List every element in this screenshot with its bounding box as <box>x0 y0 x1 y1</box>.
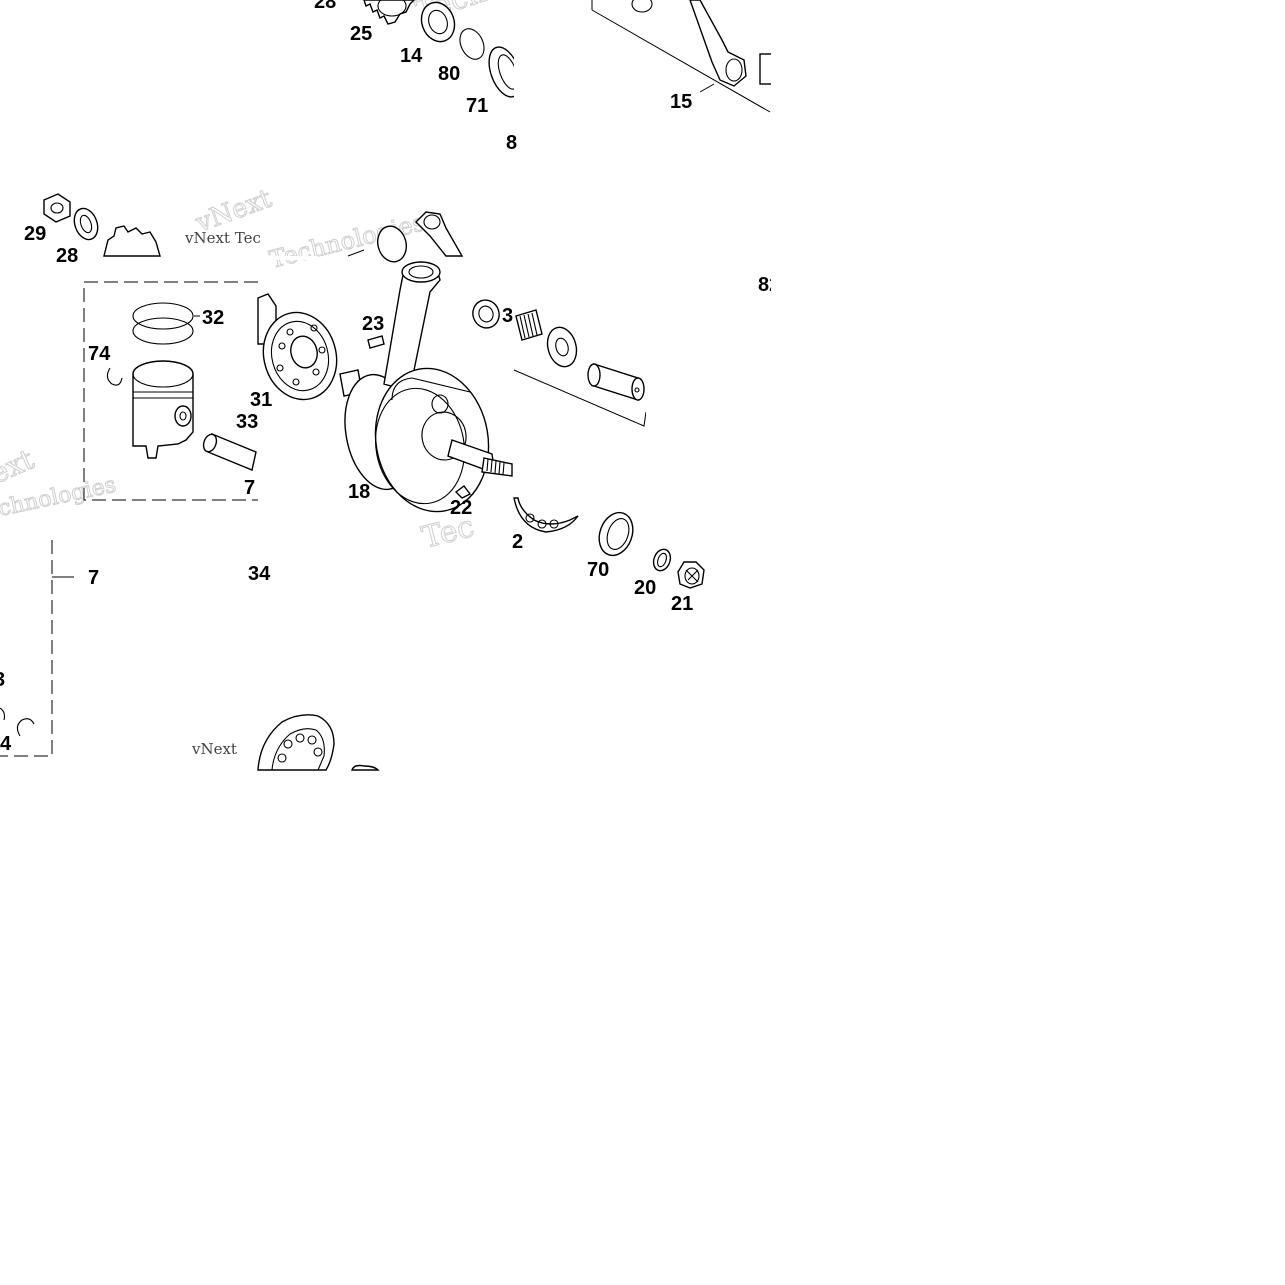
circlip-74 <box>106 367 123 386</box>
label-25: 25 <box>350 23 372 45</box>
washer-icon <box>631 0 653 13</box>
seal-70 <box>598 511 634 557</box>
label-32: 32 <box>202 307 224 329</box>
label-3: 3 <box>502 305 513 327</box>
part-fragment-icon <box>351 764 380 771</box>
watermark-text: vNext Tec <box>184 229 261 247</box>
thrust-washer-icon <box>546 326 578 368</box>
piston-ring-32 <box>132 302 194 330</box>
label-28-top: 28 <box>314 0 336 13</box>
part-labels: 28 25 14 80 71 8 15 29 28 82 32 74 23 3 … <box>0 0 780 755</box>
connecting-rod-fragment-icon <box>415 211 464 257</box>
label-18: 18 <box>348 481 370 503</box>
label-7b: 7 <box>88 567 99 589</box>
gear-icon <box>103 225 161 257</box>
label-31: 31 <box>250 389 272 411</box>
label-71: 71 <box>466 95 488 117</box>
washer-28 <box>73 207 99 241</box>
nut-29 <box>43 193 71 223</box>
key-23 <box>367 335 385 349</box>
connecting-rod <box>383 261 441 389</box>
label-33: 33 <box>236 411 258 433</box>
label-74: 74 <box>88 343 111 365</box>
label-3b: 3 <box>0 669 5 691</box>
washer-icon <box>376 225 408 263</box>
upper-left-crop <box>43 193 464 263</box>
label-14: 14 <box>400 45 423 67</box>
crank-shaft-right <box>447 439 513 477</box>
watermark-text: ext <box>0 442 39 490</box>
top-left-crop <box>363 0 594 140</box>
label-70: 70 <box>587 559 609 581</box>
label-29: 29 <box>24 223 46 245</box>
label-80: 80 <box>438 63 460 85</box>
label-4: 4 <box>0 733 12 755</box>
o-ring-80 <box>459 28 485 60</box>
bearing-icon <box>257 714 335 771</box>
watermark-text: vNext <box>191 740 237 758</box>
label-23: 23 <box>362 313 384 335</box>
nut-21 <box>677 561 705 589</box>
gear-25 <box>363 0 415 25</box>
washer-20 <box>652 548 672 572</box>
lower-left-inset <box>0 540 74 757</box>
crankshaft-assembly <box>257 261 513 513</box>
rod-bearing-group <box>472 250 658 430</box>
label-20: 20 <box>634 577 656 599</box>
connecting-rod-icon <box>689 0 747 87</box>
needle-bearing-30-icon <box>515 309 543 341</box>
label-28-mid: 28 <box>56 245 78 267</box>
piston-ring-32b <box>132 317 194 345</box>
label-21: 21 <box>671 593 693 615</box>
bearing-2 <box>513 497 579 533</box>
bottom-crop <box>257 714 380 771</box>
flywheel <box>374 367 490 513</box>
label-15: 15 <box>670 91 692 113</box>
circlip-icon <box>16 718 35 737</box>
label-22: 22 <box>450 497 472 519</box>
bearing-31 <box>257 293 338 401</box>
label-8-cut: 8 <box>506 132 517 154</box>
needle-bearing-icon <box>472 299 500 329</box>
bearing-14 <box>420 1 456 43</box>
label-2: 2 <box>512 531 523 553</box>
key-22 <box>454 485 472 499</box>
label-7a: 7 <box>244 477 255 499</box>
piston-pin-33 <box>202 433 257 471</box>
crank-pin-icon <box>587 363 645 401</box>
piston <box>132 360 194 459</box>
piston-inset <box>83 281 268 512</box>
right-end-parts <box>513 497 705 589</box>
label-34: 34 <box>248 563 271 585</box>
